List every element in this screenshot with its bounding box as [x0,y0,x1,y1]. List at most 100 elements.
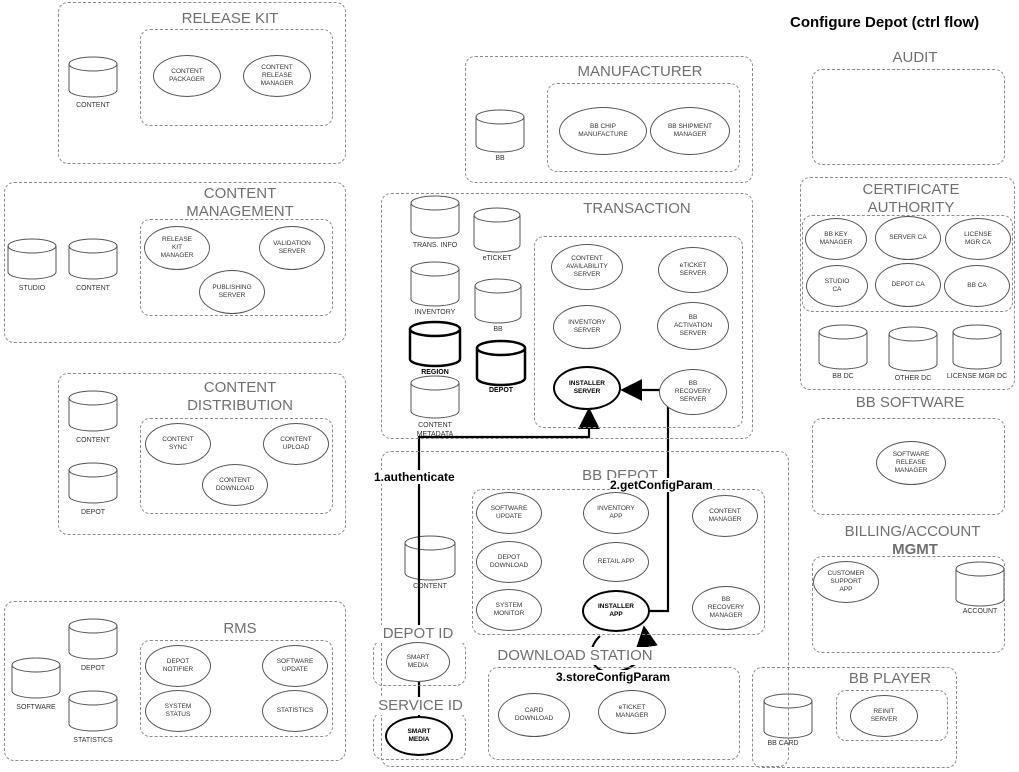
manufacturer-bb-db-label: BB [495,155,505,162]
inventory-db-icon[interactable] [410,261,460,307]
rms-depot-db-icon[interactable] [68,618,118,660]
bb-player-inner [836,690,948,741]
bb-activation-server-node[interactable]: BB ACTIVATION SERVER [657,302,729,350]
manufacturer-inner [547,83,740,172]
manufacturer-group [465,56,753,183]
trans-info-db-icon[interactable] [410,195,460,239]
system-monitor-node[interactable]: SYSTEM MONITOR [476,589,542,631]
depot-id-smart-media-node[interactable]: SMART MEDIA [386,642,450,682]
studio-ca-node[interactable]: STUDIO CA [806,265,868,307]
cd-depot-db-label: DEPOT [80,509,106,516]
content-management-inner [140,219,333,316]
release-kit-content-db-label: CONTENT [76,102,110,109]
region-db-label: REGION [421,369,449,376]
depot-download-node[interactable]: DEPOT DOWNLOAD [476,541,542,583]
transaction-group [381,193,753,439]
studio-db-icon[interactable] [7,238,57,280]
bb-depot-content-db-label: CONTENT [413,583,447,590]
audit-title: AUDIT [892,49,938,66]
bb-recovery-server-node[interactable]: BB RECOVERY SERVER [659,369,727,415]
content-availability-server-node[interactable]: CONTENT AVAILABILITY SERVER [551,244,623,290]
installer-server-node[interactable]: INSTALLER SERVER [553,366,621,410]
software-release-manager-node[interactable]: SOFTWARE RELEASE MANAGER [876,441,946,485]
other-dc-db-icon[interactable] [888,326,938,372]
transaction-inner [534,236,743,428]
release-kit-manager-node[interactable]: RELEASE KIT MANAGER [144,226,210,270]
depot-notifier-node[interactable]: DEPOT NOTIFIER [145,645,211,687]
software-update-node[interactable]: SOFTWARE UPDATE [262,645,328,687]
flow-get-config-param-label: 2.getConfigParam [610,478,713,492]
bb-dc-db-icon[interactable] [818,324,868,370]
billing-group [812,556,1005,653]
content-download-node[interactable]: CONTENT DOWNLOAD [202,464,268,506]
manufacturer-bb-db-icon[interactable] [475,109,525,153]
transaction-title: TRANSACTION [583,200,691,217]
manufacturer-title: MANUFACTURER [577,63,703,80]
bb-db-icon[interactable] [474,278,522,324]
flow-authenticate-arrow [417,407,600,716]
shipment-manager-node[interactable]: BB SHIPMENT MANAGER [650,107,730,155]
content-sync-node[interactable]: CONTENT SYNC [145,423,211,465]
bb-key-manager-node[interactable]: BB KEY MANAGER [805,218,867,260]
flow-get-config-param-arrow [620,379,670,613]
release-kit-title: RELEASE KIT [181,10,279,27]
content-release-manager-node[interactable]: CONTENT RELEASE MANAGER [243,55,311,97]
bb-player-title: BB PLAYER [848,670,932,687]
inventory-server-node[interactable]: INVENTORY SERVER [553,305,621,349]
bb-recovery-manager-node[interactable]: BB RECOVERY MANAGER [692,586,760,630]
bb-depot-group [381,451,789,767]
reinit-server-node[interactable]: REINIT SERVER [850,695,918,737]
system-status-node[interactable]: SYSTEM STATUS [145,690,211,732]
statistics-node[interactable]: STATISTICS [262,690,328,732]
bb-depot-content-db-icon[interactable] [404,535,456,581]
eticket-db-label: eTICKET [482,255,512,262]
content-packager-node[interactable]: CONTENT PACKAGER [153,55,221,97]
content-upload-node[interactable]: CONTENT UPLOAD [263,423,329,465]
region-db-icon[interactable] [408,320,462,368]
cm-content-db-icon[interactable] [68,238,118,280]
depot-ca-node[interactable]: DEPOT CA [875,263,941,307]
eticket-server-node[interactable]: eTICKET SERVER [658,247,728,293]
bb-dc-db-label: BB DC [832,373,854,380]
diagram-title: Configure Depot (ctrl flow) [790,14,980,31]
audit-group [812,69,1005,165]
service-id-smart-media-node[interactable]: SMART MEDIA [385,716,453,756]
eticket-db-icon[interactable] [473,207,521,253]
license-mgr-dc-db-icon[interactable] [952,324,1002,370]
rms-software-db-icon[interactable] [11,657,61,699]
software-update-app-node[interactable]: SOFTWARE UPDATE [476,492,542,534]
validation-server-node[interactable]: VALIDATION SERVER [259,226,325,270]
content-manager-node[interactable]: CONTENT MANAGER [692,495,758,537]
license-mgr-ca-node[interactable]: LICENSE MGR CA [945,218,1011,260]
download-station-title: DOWNLOAD STATION [490,647,660,665]
inventory-app-node[interactable]: INVENTORY APP [583,492,649,534]
trans-info-db-label: TRANS. INFO [412,242,458,249]
depot-db-icon[interactable] [475,339,527,387]
customer-support-app-node[interactable]: CUSTOMER SUPPORT APP [813,561,879,603]
rms-group [4,601,346,761]
server-ca-node[interactable]: SERVER CA [875,216,941,260]
eticket-manager-node[interactable]: eTICKET MANAGER [598,690,666,734]
cd-content-db-icon[interactable] [68,390,118,432]
certificate-authority-inner [802,215,1013,312]
installer-app-node[interactable]: INSTALLER APP [582,590,650,632]
cm-content-db-label: CONTENT [76,285,110,292]
cd-depot-db-icon[interactable] [68,462,118,504]
content-metadata-db-icon[interactable] [410,375,460,419]
account-db-icon[interactable] [955,561,1005,607]
rms-title: RMS [223,620,257,637]
flow-authenticate-label: 1.authenticate [374,470,455,484]
rms-depot-db-label: DEPOT [80,665,106,672]
card-download-node[interactable]: CARD DOWNLOAD [498,693,570,737]
bb-db-label: BB [493,326,503,333]
depot-db-label: DEPOT [488,387,514,394]
bb-card-db-label: BB CARD [767,740,799,747]
bb-ca-node[interactable]: BB CA [944,265,1010,307]
publishing-server-node[interactable]: PUBLISHING SERVER [199,270,265,314]
rms-statistics-db-icon[interactable] [68,690,118,732]
account-db-label: ACCOUNT [962,608,998,615]
retail-app-node[interactable]: RETAIL APP [583,542,649,582]
release-kit-content-db-icon[interactable] [68,56,118,98]
bb-software-title: BB SOFTWARE [855,394,965,411]
chip-manufacture-node[interactable]: BB CHIP MANUFACTURE [559,107,647,155]
